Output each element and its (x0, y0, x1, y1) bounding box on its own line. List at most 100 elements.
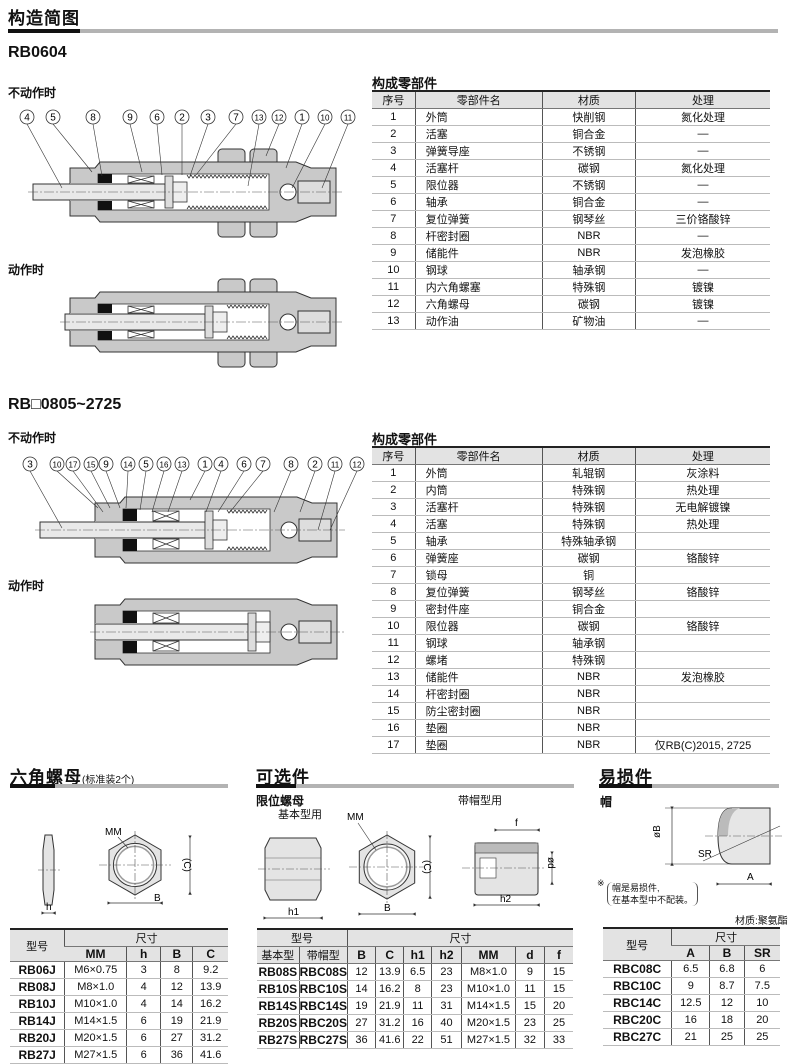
dimension-cell: 23 (430, 963, 462, 981)
hex-nut-title: 六角螺母(标准装2个) (10, 763, 134, 788)
dimension-cell: 15 (543, 980, 573, 998)
part-name: 轴承 (414, 532, 543, 550)
absorber-idle (28, 148, 344, 238)
part-treatment: 发泡橡胶 (635, 244, 770, 262)
column-header: 序号 (372, 447, 416, 465)
callout-balloon: 2 (299, 456, 323, 513)
callout-balloon: 9 (98, 456, 121, 509)
part-number: 2 (372, 125, 416, 143)
balloon-number: 11 (344, 114, 353, 123)
part-material: 铜合金 (541, 193, 636, 211)
balloon-number: 5 (143, 460, 149, 471)
column-header: h (126, 946, 161, 962)
model-cell: RB14S (257, 997, 300, 1015)
part-treatment (634, 651, 770, 669)
part-treatment: 无电解镀镍 (634, 498, 770, 516)
balloon-number: 8 (288, 460, 294, 471)
dimension-cell: 40 (430, 1014, 462, 1032)
balloon-number: 14 (124, 461, 133, 470)
model-cell: RBC20C (603, 1011, 672, 1029)
dimension-header: 尺寸 (64, 929, 228, 947)
part-material: 特殊钢 (541, 481, 636, 499)
part-name: 钢球 (414, 261, 543, 279)
dimension-cell: 19 (160, 1012, 193, 1030)
parts-table-title: 构成零部件 (372, 432, 438, 447)
dimension-cell: 19 (346, 997, 376, 1015)
model-cell: RBC10S (298, 980, 348, 998)
callout-balloon: 1 (189, 456, 213, 501)
part-material: 碳钢 (541, 617, 636, 635)
dim-label-d: ød (545, 857, 556, 869)
column-header: h1 (403, 946, 432, 964)
hex-nut-note: (标准装2个) (82, 775, 135, 786)
dimension-cell: M27×1.5 (461, 1031, 516, 1049)
dimension-cell: 6.5 (671, 960, 710, 978)
callout-balloon: 2 (174, 109, 190, 175)
part-name: 螺堵 (414, 651, 543, 669)
column-header: 序号 (372, 91, 416, 109)
callout-balloon: 13 (247, 109, 267, 187)
balloon-number: 2 (312, 460, 318, 471)
part-treatment: 铬酸锌 (634, 617, 770, 635)
part-number: 3 (372, 142, 416, 160)
balloon-number: 10 (321, 114, 330, 123)
part-number: 9 (372, 600, 416, 618)
dimension-cell: 13.9 (375, 963, 404, 981)
dimension-cell: M14×1.5 (461, 997, 516, 1015)
part-number: 7 (372, 566, 416, 584)
callout-balloon: 10 (49, 456, 99, 509)
model-cell: RBC20S (298, 1014, 348, 1032)
part-treatment: 铬酸锌 (634, 583, 770, 601)
balloon-number: 7 (233, 113, 239, 124)
part-number: 2 (372, 481, 416, 499)
state-active-label: 动作时 (8, 579, 45, 593)
dimension-cell: 33 (543, 1031, 573, 1049)
dimension-cell: 9.2 (192, 961, 228, 979)
callout-balloon: 11 (321, 109, 356, 189)
part-name: 六角螺母 (414, 295, 543, 313)
dim-label-mm: MM (347, 812, 364, 823)
return-spring (226, 304, 268, 340)
dimension-cell: 13.9 (192, 978, 228, 996)
material-label: 材质:聚氨酯 (735, 916, 788, 927)
model-title-rb0805-2725: RB□0805~2725 (8, 396, 122, 413)
part-material: 特殊钢 (541, 651, 636, 669)
part-number: 10 (372, 617, 416, 635)
callout-balloon: 9 (122, 109, 143, 173)
dimension-header: 尺寸 (671, 928, 780, 946)
part-treatment: — (635, 193, 770, 211)
model-cell: RB27S (257, 1031, 300, 1049)
absorber-idle (35, 496, 345, 564)
dimension-cell: 16.2 (375, 980, 404, 998)
model-cell: RB08S (257, 963, 300, 981)
return-spring (186, 174, 268, 210)
callout-balloon: 8 (85, 109, 103, 177)
part-number: 17 (372, 736, 416, 754)
part-name: 内筒 (414, 481, 543, 499)
stopper-nut-front-view (349, 831, 425, 903)
part-name: 储能件 (414, 244, 543, 262)
basic-type-label: 基本型用 (278, 809, 322, 821)
model-header: 型号 (257, 929, 348, 947)
hex-nut-side-view (42, 834, 55, 906)
dimension-cell: 8.7 (709, 977, 745, 995)
dimension-cell: M6×0.75 (64, 961, 127, 979)
